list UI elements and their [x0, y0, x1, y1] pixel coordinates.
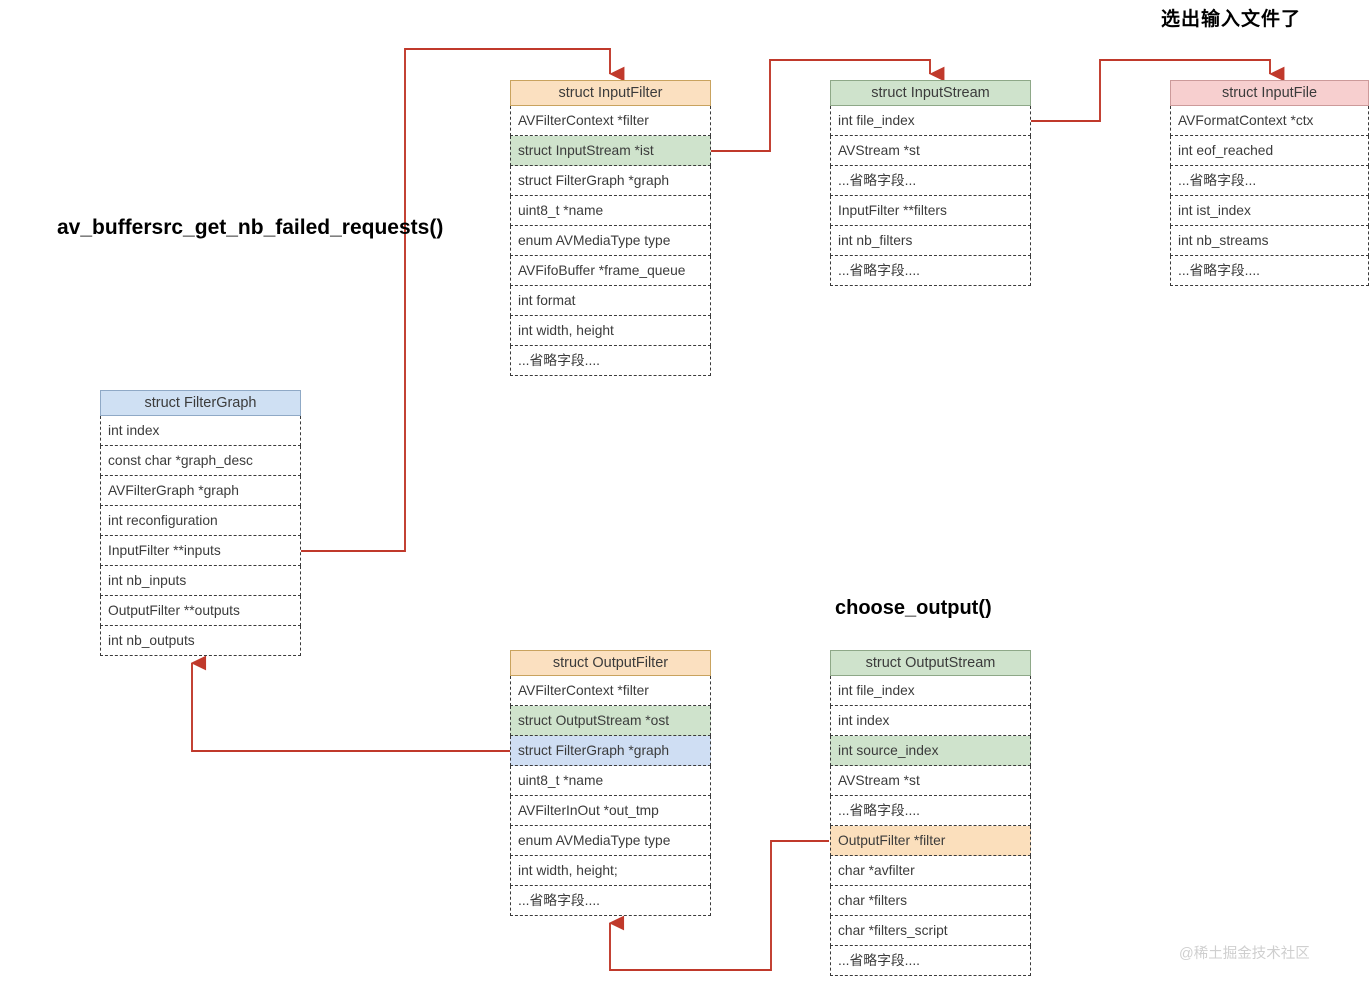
- field-row: ...省略字段....: [1170, 256, 1369, 286]
- field-row: int nb_streams: [1170, 226, 1369, 256]
- field-row: enum AVMediaType type: [510, 826, 711, 856]
- struct-box-input-file[interactable]: struct InputFile AVFormatContext *ctx in…: [1170, 80, 1369, 286]
- label-input-function: av_buffersrc_get_nb_failed_requests(): [57, 216, 444, 239]
- field-row: int eof_reached: [1170, 136, 1369, 166]
- field-row: ...省略字段....: [510, 346, 711, 376]
- field-row: InputFilter **filters: [830, 196, 1031, 226]
- field-row: AVFifoBuffer *frame_queue: [510, 256, 711, 286]
- field-row: AVFormatContext *ctx: [1170, 106, 1369, 136]
- field-row: struct FilterGraph *graph: [510, 166, 711, 196]
- field-row: int index: [830, 706, 1031, 736]
- field-row: AVFilterContext *filter: [510, 106, 711, 136]
- field-row: AVStream *st: [830, 136, 1031, 166]
- field-row: ...省略字段...: [830, 166, 1031, 196]
- field-row: char *filters: [830, 886, 1031, 916]
- field-row: int width, height: [510, 316, 711, 346]
- field-row: int width, height;: [510, 856, 711, 886]
- field-row: char *avfilter: [830, 856, 1031, 886]
- struct-title-filter-graph: struct FilterGraph: [100, 390, 301, 416]
- field-row: char *filters_script: [830, 916, 1031, 946]
- field-row: ...省略字段....: [830, 946, 1031, 976]
- field-row: int file_index: [830, 676, 1031, 706]
- struct-box-output-filter[interactable]: struct OutputFilter AVFilterContext *fil…: [510, 650, 711, 916]
- struct-box-filter-graph[interactable]: struct FilterGraph int index const char …: [100, 390, 301, 656]
- label-note-top-right: 选出输入文件了: [1161, 9, 1302, 30]
- field-row: const char *graph_desc: [100, 446, 301, 476]
- field-row: enum AVMediaType type: [510, 226, 711, 256]
- field-row: AVStream *st: [830, 766, 1031, 796]
- wire-outputfilter-graph-to-filtergraph: [190, 655, 510, 752]
- struct-box-input-filter[interactable]: struct InputFilter AVFilterContext *filt…: [510, 80, 711, 376]
- struct-box-input-stream[interactable]: struct InputStream int file_index AVStre…: [830, 80, 1031, 286]
- field-row: int index: [100, 416, 301, 446]
- struct-box-output-stream[interactable]: struct OutputStream int file_index int i…: [830, 650, 1031, 976]
- field-row-highlight-ist: struct InputStream *ist: [510, 136, 711, 166]
- struct-title-output-filter: struct OutputFilter: [510, 650, 711, 676]
- field-row: int nb_filters: [830, 226, 1031, 256]
- struct-title-output-stream: struct OutputStream: [830, 650, 1031, 676]
- field-row-inputs: InputFilter **inputs: [100, 536, 301, 566]
- struct-title-input-file: struct InputFile: [1170, 80, 1369, 106]
- field-row: int ist_index: [1170, 196, 1369, 226]
- field-row: int file_index: [830, 106, 1031, 136]
- field-row-outputs: OutputFilter **outputs: [100, 596, 301, 626]
- field-row: AVFilterGraph *graph: [100, 476, 301, 506]
- field-row-highlight-ost: struct OutputStream *ost: [510, 706, 711, 736]
- field-row-highlight-graph: struct FilterGraph *graph: [510, 736, 711, 766]
- field-row: int format: [510, 286, 711, 316]
- field-row: int reconfiguration: [100, 506, 301, 536]
- field-row: ...省略字段...: [1170, 166, 1369, 196]
- field-row: uint8_t *name: [510, 196, 711, 226]
- field-row: ...省略字段....: [830, 796, 1031, 826]
- field-row: ...省略字段....: [830, 256, 1031, 286]
- struct-title-input-filter: struct InputFilter: [510, 80, 711, 106]
- field-row-highlight-source-index: int source_index: [830, 736, 1031, 766]
- field-row: uint8_t *name: [510, 766, 711, 796]
- field-row: int nb_inputs: [100, 566, 301, 596]
- label-output-function: choose_output(): [835, 597, 992, 619]
- struct-title-input-stream: struct InputStream: [830, 80, 1031, 106]
- field-row: int nb_outputs: [100, 626, 301, 656]
- watermark: @稀土掘金技术社区: [1179, 946, 1310, 962]
- field-row: AVFilterInOut *out_tmp: [510, 796, 711, 826]
- field-row: ...省略字段....: [510, 886, 711, 916]
- field-row: AVFilterContext *filter: [510, 676, 711, 706]
- field-row-highlight-filter: OutputFilter *filter: [830, 826, 1031, 856]
